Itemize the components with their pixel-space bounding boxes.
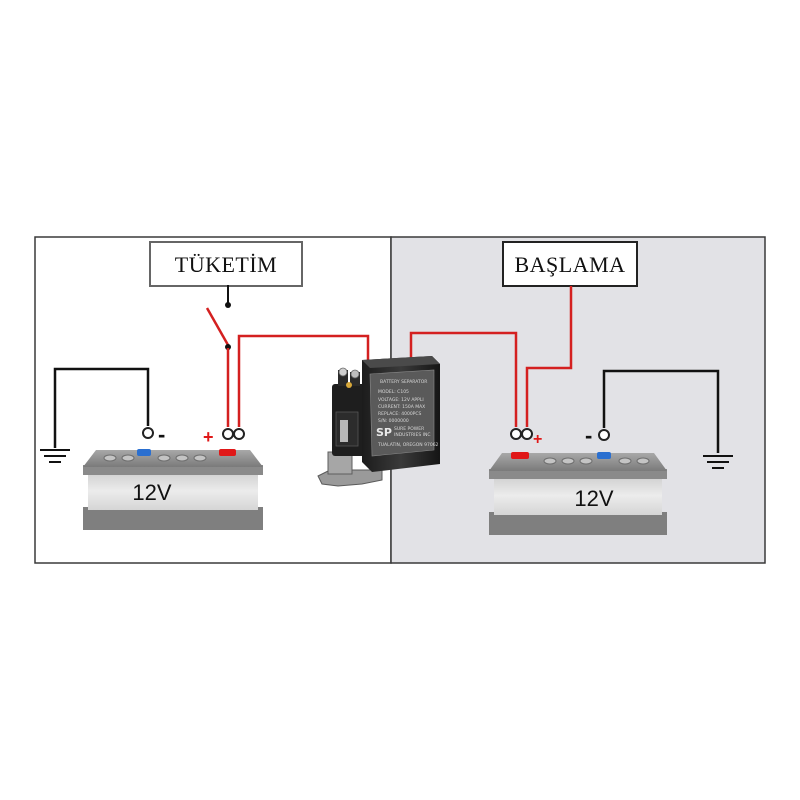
battery-separator-device: BATTERY SEPARATOR MODEL: C105 VOLTAGE: 1…: [317, 356, 440, 487]
right-battery-voltage: 12V: [574, 486, 613, 511]
left-ground-wire: [53, 367, 150, 448]
left-battery-voltage: 12V: [132, 480, 171, 505]
switch-contact-top: [225, 302, 231, 308]
left-battery-base: [83, 507, 263, 530]
ring-terminal: [142, 427, 610, 441]
left-battery-positive-terminal: [219, 449, 236, 456]
left-plus-sign: +: [203, 427, 214, 447]
baslama-label: BAŞLAMA: [514, 252, 625, 277]
right-ground-wire: [602, 369, 720, 453]
device-label-plate: [369, 369, 435, 457]
device-label-serial: S/N: 0000000: [378, 418, 409, 424]
left-battery-body: [88, 472, 258, 510]
right-plus-wire-b: [525, 286, 573, 427]
device-label-spec1: VOLTAGE: 12V APPLI: [378, 397, 424, 403]
left-minus-sign: -: [158, 422, 165, 447]
right-battery-base: [489, 512, 667, 535]
device-label-title: BATTERY SEPARATOR: [380, 379, 427, 385]
right-battery-body: [494, 476, 662, 515]
left-battery-band: [83, 465, 263, 475]
device-logo-line2: INDUSTRIES INC: [394, 432, 430, 438]
switch-blade: [205, 307, 230, 346]
left-ground-symbol: [40, 449, 70, 463]
right-plus-sign: +: [533, 431, 542, 448]
right-battery-lid: [489, 453, 667, 471]
left-battery-negative-terminal: [137, 449, 151, 456]
right-minus-sign: -: [585, 423, 592, 448]
device-logo-line1: SURE POWER: [394, 426, 424, 432]
right-ground-symbol: [703, 455, 733, 469]
right-battery-positive-terminal: [511, 452, 529, 459]
left-plus-wire-b: [237, 334, 370, 427]
left-battery-lid: [83, 450, 263, 467]
right-battery-vent-caps: [543, 457, 650, 465]
right-battery: 12V: [489, 452, 667, 535]
right-battery-band: [489, 469, 667, 479]
left-battery: 12V: [83, 449, 263, 530]
right-plus-wire-a: [409, 331, 518, 427]
tuketim-label: TÜKETİM: [175, 252, 277, 277]
device-label-spec2: CURRENT: 150A MAX: [378, 404, 425, 410]
device-terminal-studs: [338, 367, 360, 388]
right-battery-negative-terminal: [597, 452, 611, 459]
device-logo-mark: SP: [376, 426, 392, 439]
switch-contact-bottom: [225, 344, 231, 350]
tuketim-label-box: TÜKETİM: [149, 241, 303, 287]
device-label-phone: TUALATIN, OREGON 97062: [377, 442, 439, 448]
baslama-label-box: BAŞLAMA: [502, 241, 638, 287]
left-battery-vent-caps: [103, 454, 207, 462]
device-label-model: MODEL: C105: [378, 389, 409, 395]
device-label-spec3: REPLACE: 4000PCS: [378, 411, 422, 417]
